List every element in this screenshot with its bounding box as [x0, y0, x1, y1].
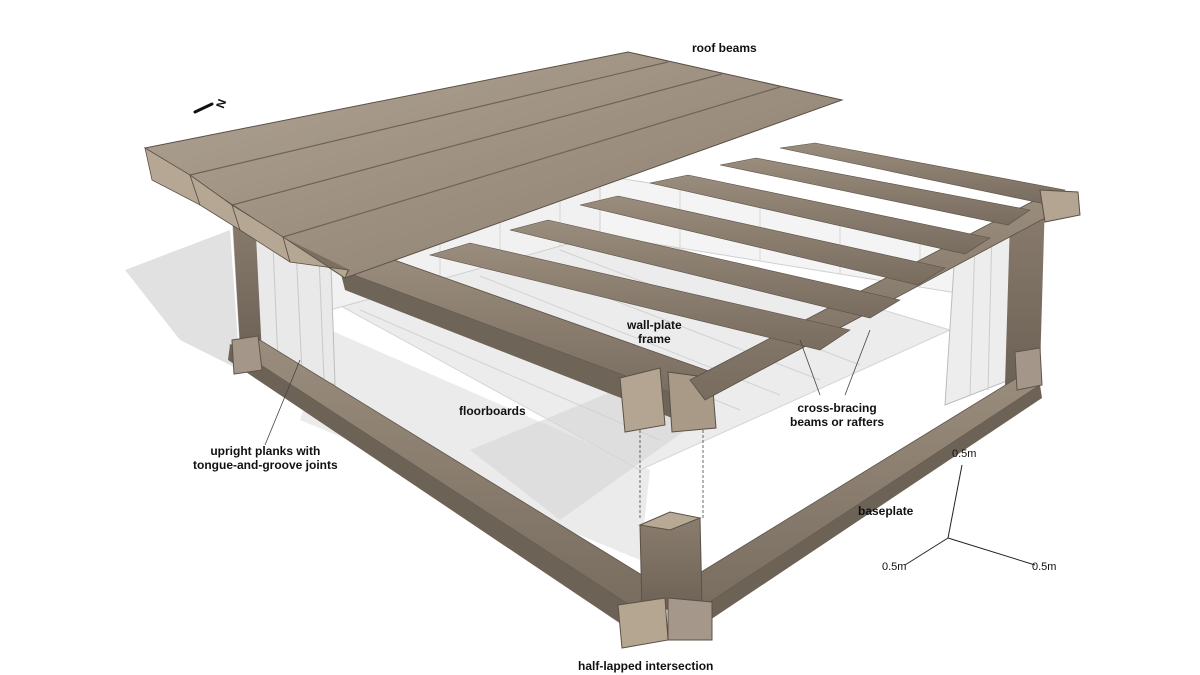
cross-bracing-beams	[428, 142, 1081, 351]
baseplate-beams	[228, 335, 1043, 630]
label-cross-bracing: cross-bracing beams or rafters	[790, 401, 885, 429]
label-half-lapped-intersection: half-lapped intersection	[578, 659, 714, 673]
scale-right-label: 0.5m	[1032, 561, 1057, 573]
label-wall-plate-frame: wall-plate frame	[627, 318, 682, 346]
scale-vertical-label: 0.5m	[952, 448, 977, 460]
scale-axes	[904, 464, 1036, 566]
north-letter: N	[213, 97, 229, 110]
scale-left-label: 0.5m	[882, 561, 907, 573]
label-roof-beams: roof beams	[692, 41, 757, 55]
label-floorboards: floorboards	[459, 404, 526, 418]
leader-lines	[264, 329, 871, 520]
roof-deck	[143, 51, 844, 279]
north-arrow-icon: N	[193, 97, 229, 114]
label-upright-planks: upright planks with tongue-and-groove jo…	[193, 444, 338, 472]
label-baseplate: baseplate	[858, 504, 914, 518]
corner-post	[617, 511, 713, 649]
